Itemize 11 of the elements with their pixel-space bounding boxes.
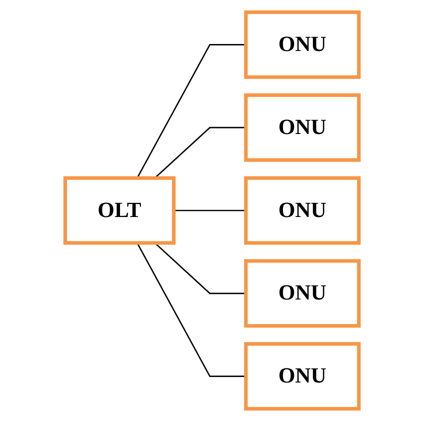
node-box: OLT — [64, 176, 176, 245]
node-box: ONU — [244, 259, 362, 328]
node-box: ONU — [244, 10, 362, 79]
connector — [174, 210, 246, 212]
node-box: ONU — [244, 176, 362, 245]
node-box: ONU — [244, 342, 362, 411]
connector — [154, 242, 246, 294]
connector — [137, 44, 246, 178]
connector — [137, 242, 246, 377]
connector — [154, 126, 246, 179]
node-box: ONU — [244, 93, 362, 162]
